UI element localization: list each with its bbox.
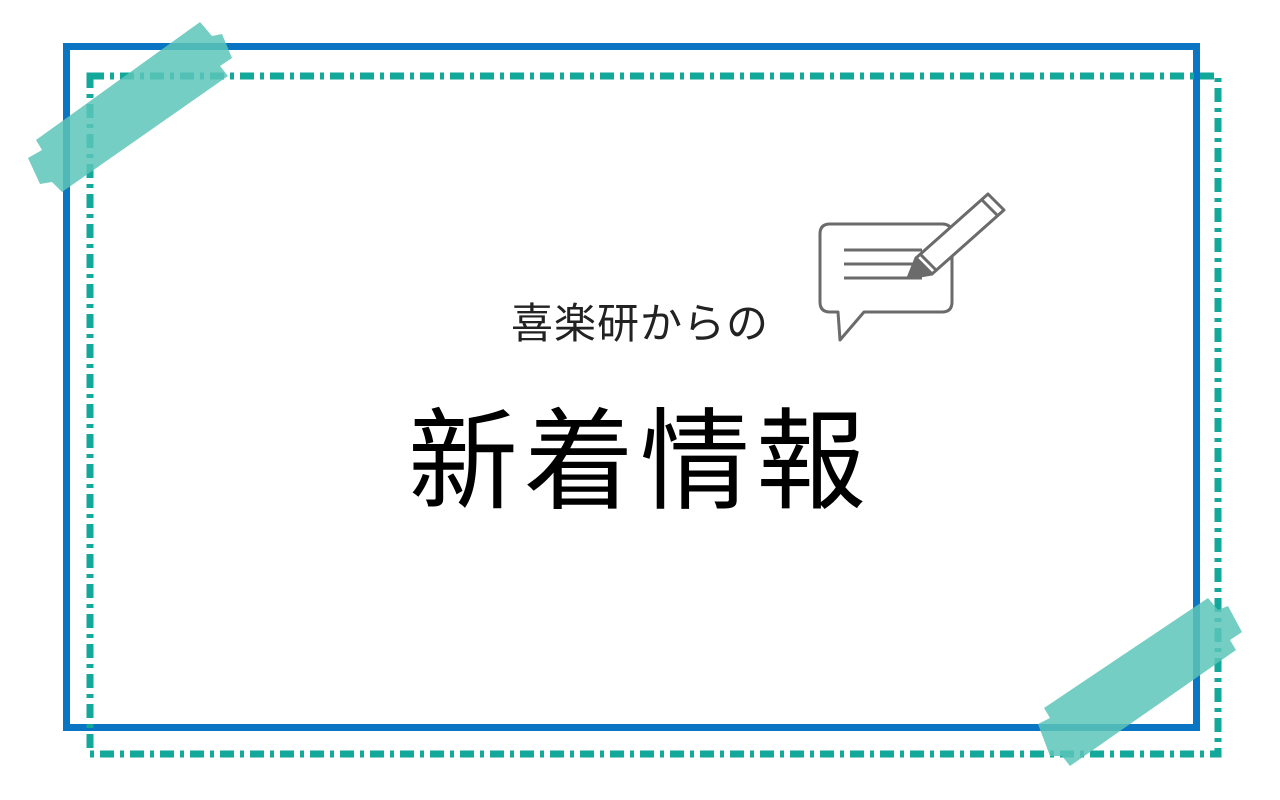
banner-title: 新着情報 bbox=[408, 398, 872, 526]
speech-bubble-pencil-icon bbox=[818, 192, 1006, 342]
banner-subtitle: 喜楽研からの bbox=[510, 299, 769, 348]
